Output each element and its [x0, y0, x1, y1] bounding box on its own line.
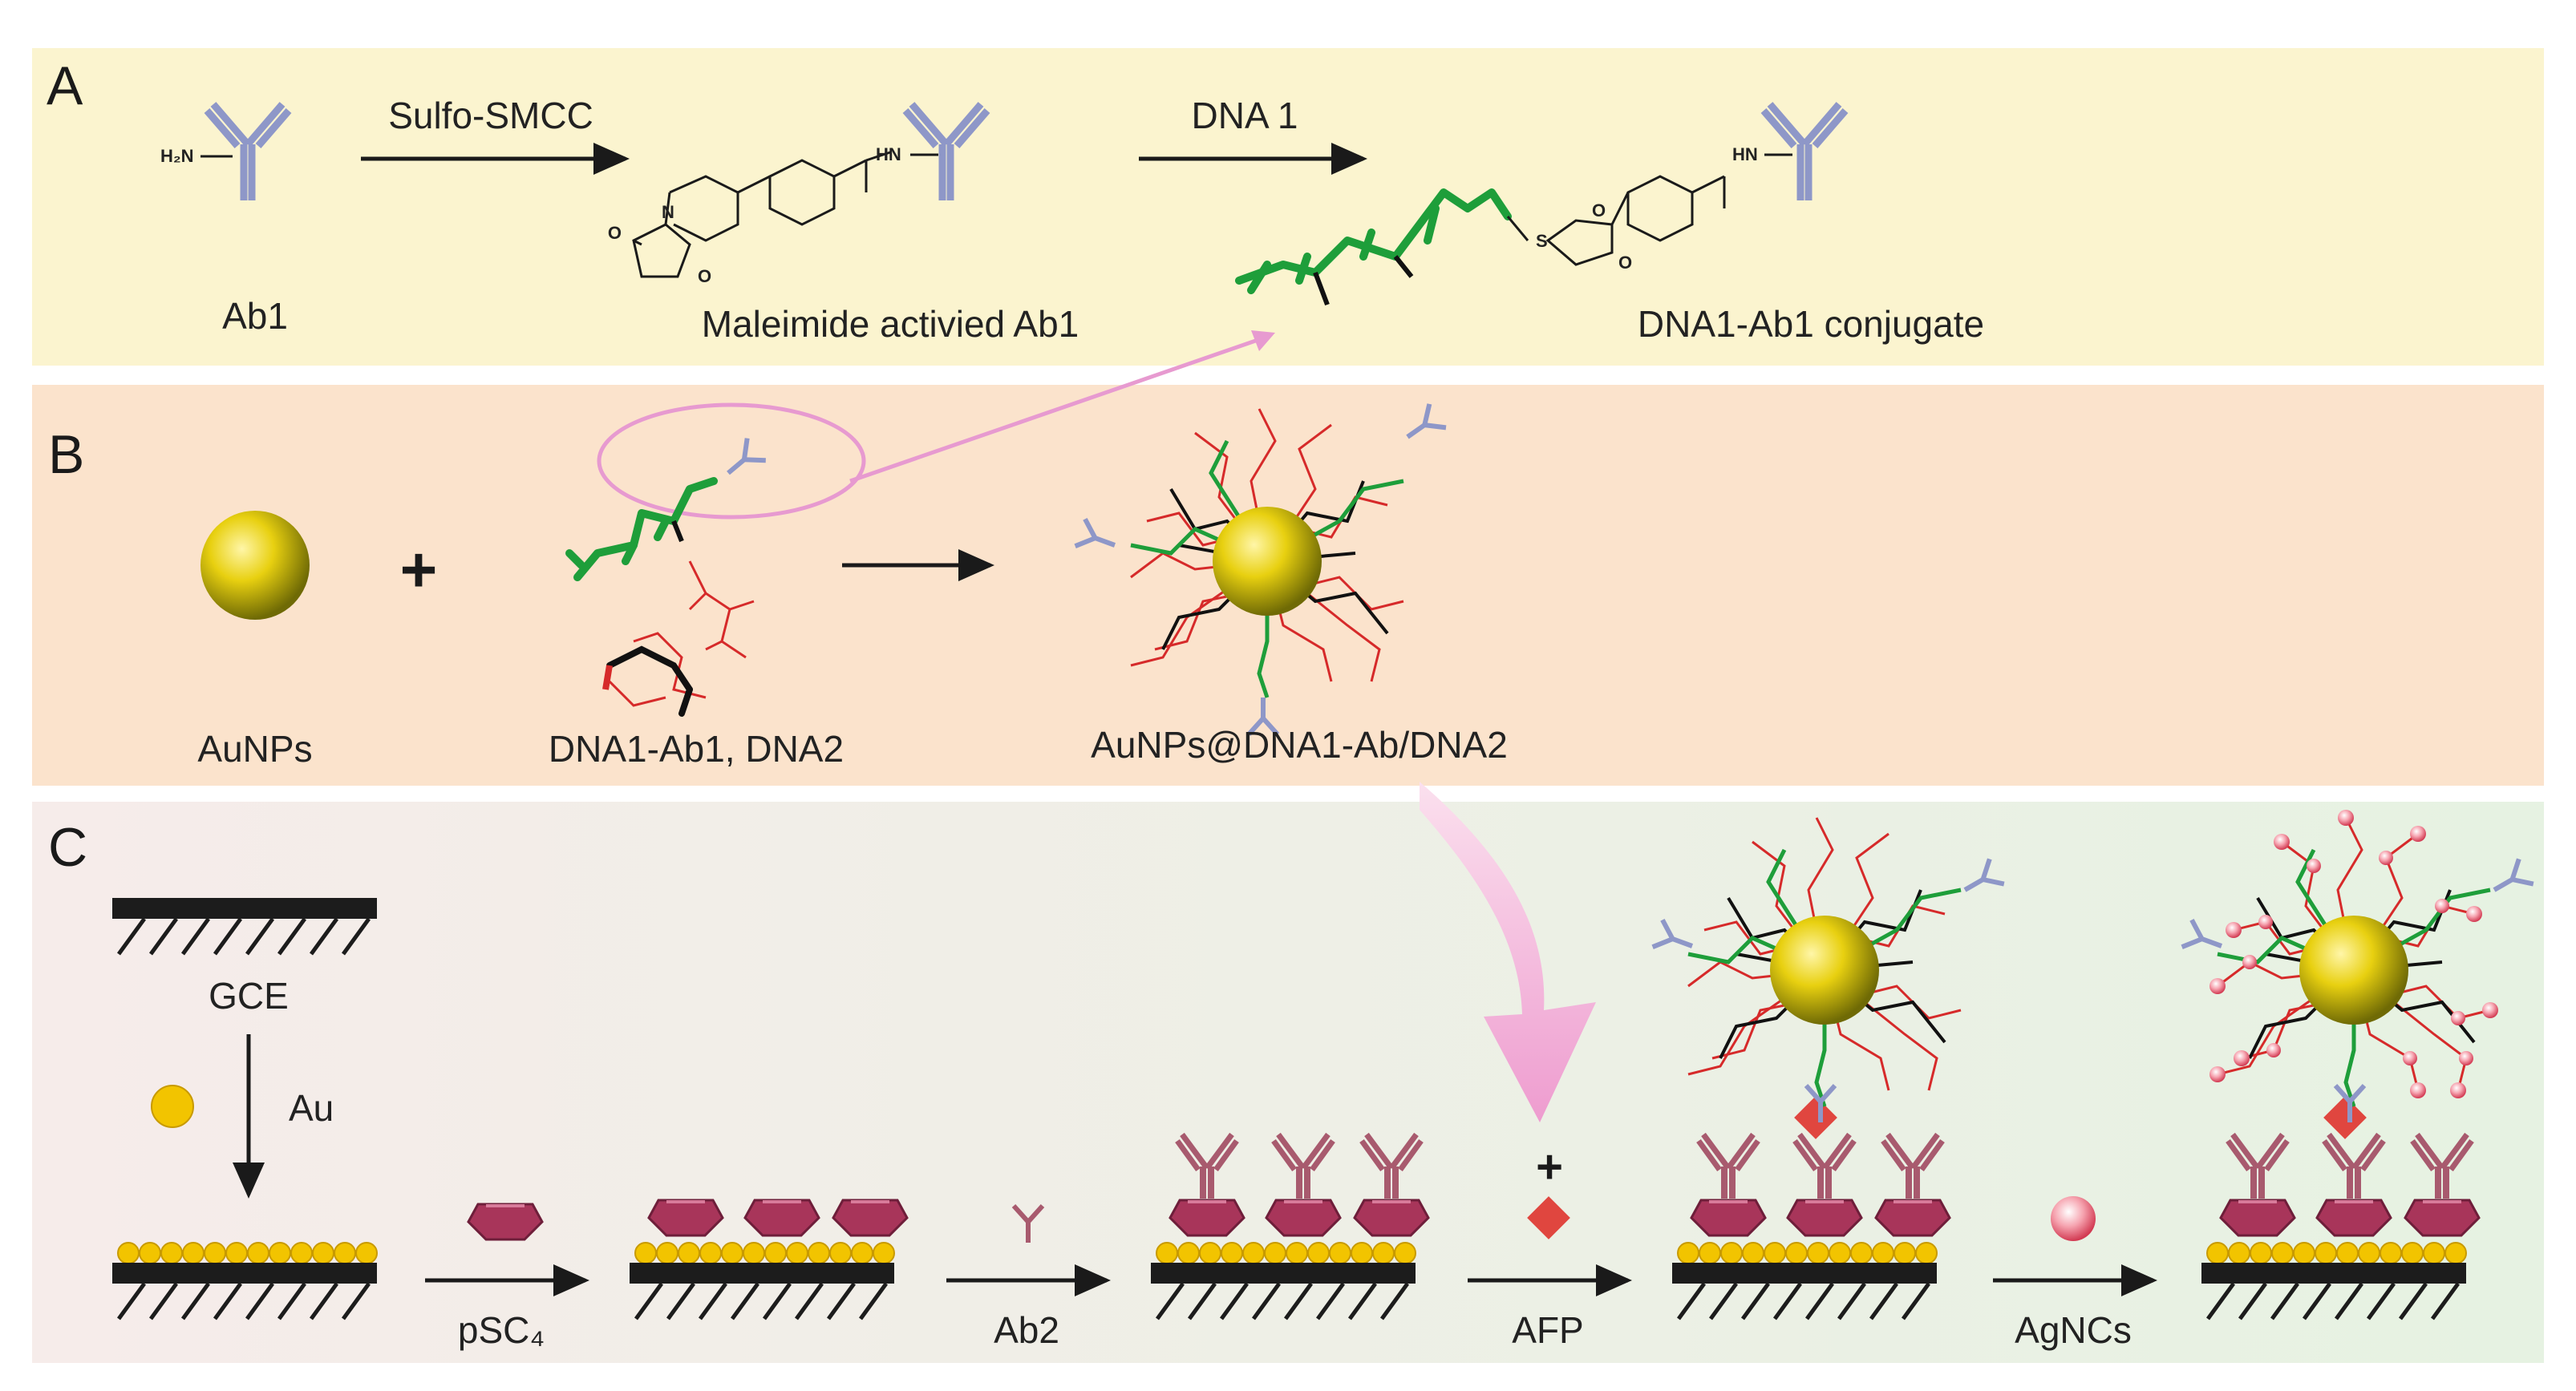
amine-group: H₂N — [160, 146, 194, 166]
plus-sign: + — [400, 534, 438, 605]
psc4-label: pSC₄ — [458, 1309, 545, 1351]
conjugate-oxygen-1: O — [1592, 200, 1606, 220]
conjugate-imine-group: HN — [1732, 144, 1758, 164]
afp-label: AFP — [1512, 1309, 1583, 1351]
ab2-label: Ab2 — [994, 1309, 1059, 1351]
dna1-reagent-label: DNA 1 — [1192, 95, 1298, 136]
conjugate-label: DNA1-Ab1 conjugate — [1638, 303, 1984, 345]
gold-nanoparticle — [200, 511, 310, 620]
maleimide-activated-label: Maleimide activied Ab1 — [702, 303, 1079, 345]
maleimide-oxygen-1: O — [608, 223, 622, 243]
dna1-strand — [1235, 188, 1512, 294]
aunp-dna-conjugate — [1075, 404, 1446, 734]
dna1-ab1-dna2-strands — [565, 402, 866, 717]
conjugate-gold-core — [1213, 507, 1322, 616]
sulfur-atom: S — [1536, 231, 1548, 251]
agncs-label: AgNCs — [2015, 1309, 2132, 1351]
maleimide-oxygen-2: O — [698, 266, 711, 286]
gold-deposition-icon — [151, 1085, 194, 1128]
gce-label: GCE — [209, 975, 289, 1017]
afp-antigen-icon — [1527, 1196, 1570, 1239]
panel-a-letter: A — [47, 55, 83, 116]
highlight-oval — [597, 402, 866, 520]
aunps-conjugate-label: AuNPs@DNA1-Ab/DNA2 — [1091, 724, 1508, 766]
maleimide-activated-ab1: O O N HN — [608, 104, 987, 286]
dna1-ab1-conjugate: S O O HN — [1235, 104, 1845, 306]
au-label: Au — [289, 1087, 334, 1129]
afp-plus-sign: + — [1536, 1141, 1563, 1193]
panel-a-background — [32, 48, 2544, 366]
maleimide-nitrogen: N — [662, 202, 674, 222]
ab1-molecule: H₂N — [160, 104, 289, 200]
pink-connector-head — [1251, 330, 1275, 351]
host-molecule-icon — [467, 1203, 544, 1241]
agncs-icon — [2051, 1196, 2096, 1241]
ab1-label: Ab1 — [222, 295, 288, 337]
dna-mix-label: DNA1-Ab1, DNA2 — [549, 728, 844, 770]
aunp-probe-stage5 — [2182, 810, 2533, 1122]
pink-connector-arrow — [849, 334, 1268, 483]
aunps-label: AuNPs — [197, 728, 312, 770]
imine-group: HN — [876, 144, 901, 164]
conjugate-oxygen-2: O — [1618, 253, 1632, 273]
sulfo-smcc-label: Sulfo-SMCC — [388, 95, 593, 136]
aunp-probe-stage4 — [1653, 818, 2004, 1122]
big-pink-arrow — [1420, 782, 1596, 1122]
panel-c-letter: C — [48, 817, 87, 878]
panel-b-letter: B — [48, 424, 84, 485]
